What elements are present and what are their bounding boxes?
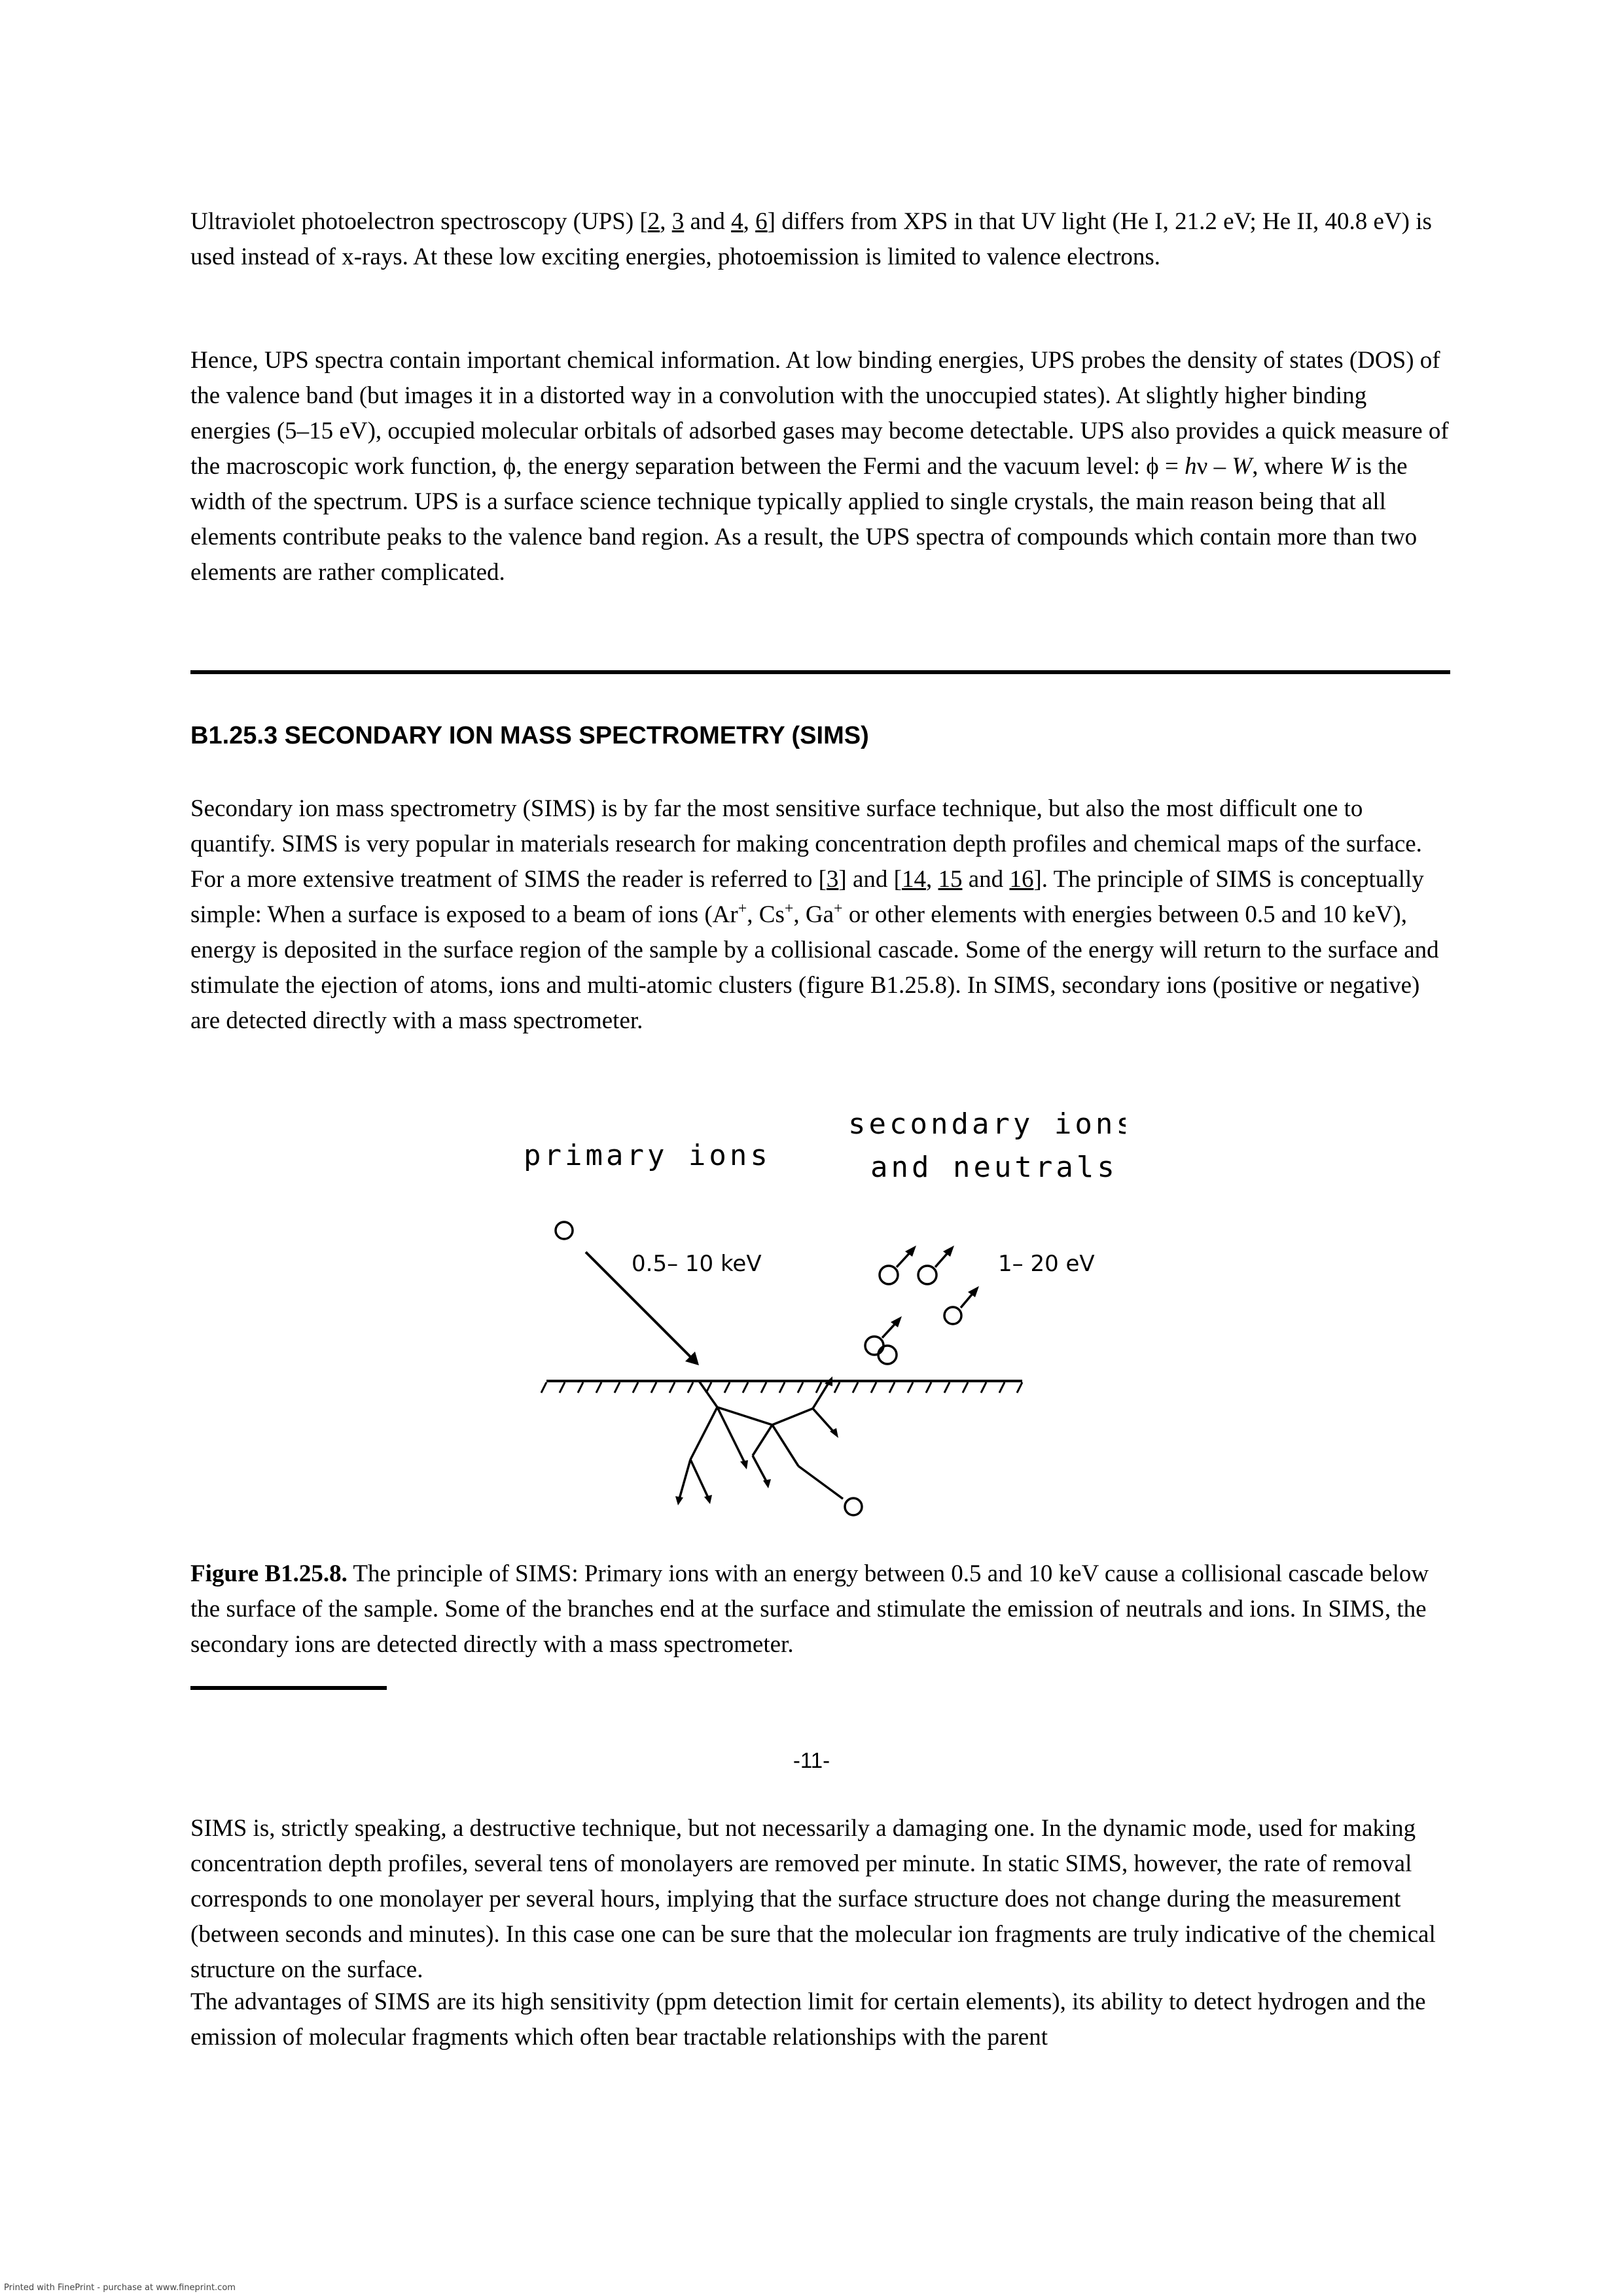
paragraph-ups-intro: Ultraviolet photoelectron spectroscopy (…: [190, 204, 1450, 275]
emission-arrowheads: [891, 1246, 979, 1327]
text-run: Hence, UPS spectra contain important che…: [190, 347, 1449, 480]
incoming-ion-arrow: [584, 1251, 695, 1361]
page-number: -11-: [793, 1748, 830, 1772]
symbol-w: W: [1329, 453, 1350, 480]
sims-principle-figure: primary ions secondary ions and neutrals…: [524, 1107, 1126, 1516]
text-run: ] differs from XPS in that UV light (He …: [190, 208, 1432, 270]
reference-link[interactable]: 3: [826, 866, 839, 893]
superscript: +: [784, 900, 794, 918]
text-run: ν –: [1196, 453, 1232, 480]
reference-link[interactable]: 6: [755, 208, 768, 235]
text-run: ,: [743, 208, 756, 235]
superscript: +: [738, 900, 747, 918]
section-heading: B1.25.3 SECONDARY ION MASS SPECTROMETRY …: [190, 722, 869, 749]
label-secondary-energy: 1– 20 eV: [998, 1251, 1095, 1277]
reference-link[interactable]: 15: [938, 866, 963, 893]
text-run: , Ga: [793, 901, 834, 928]
paragraph-ups-details: Hence, UPS spectra contain important che…: [190, 343, 1450, 590]
text-run: and: [962, 866, 1010, 893]
surface-hatching: [540, 1382, 1024, 1393]
reference-link[interactable]: 3: [671, 208, 685, 235]
collisional-cascade: [678, 1380, 844, 1500]
text-run: Ultraviolet photoelectron spectroscopy (…: [190, 208, 648, 235]
label-primary-energy: 0.5– 10 keV: [632, 1251, 762, 1277]
text-run: ,: [660, 208, 672, 235]
paragraph-sims-intro: Secondary ion mass spectrometry (SIMS) i…: [190, 791, 1450, 1039]
paragraph-sims-advantages: The advantages of SIMS are its high sens…: [190, 1988, 1426, 2051]
symbol-h: h: [1185, 453, 1197, 480]
label-primary-ions: primary ions: [524, 1139, 771, 1172]
text-run: ]. The principle of SIMS is conceptually…: [190, 866, 1424, 928]
reference-link[interactable]: 4: [731, 208, 743, 235]
label-and-neutrals: and neutrals: [870, 1151, 1118, 1184]
reference-link[interactable]: 16: [1009, 866, 1034, 893]
superscript: +: [834, 900, 843, 918]
caption-label: Figure B1.25.8.: [190, 1560, 348, 1587]
reference-link[interactable]: 2: [647, 208, 660, 235]
cascade-arrowheads: [675, 1376, 838, 1505]
incoming-arrowhead: [685, 1352, 699, 1365]
sputtered-atom: [844, 1497, 863, 1516]
label-secondary-ions: secondary ions: [848, 1107, 1126, 1141]
paragraph-sims-destructive: SIMS is, strictly speaking, a destructiv…: [190, 1815, 1436, 1983]
text-run: Secondary ion mass spectrometry (SIMS) i…: [190, 795, 1422, 893]
caption-rule: [190, 1686, 387, 1690]
reference-link[interactable]: 14: [902, 866, 926, 893]
text-run: , where: [1252, 453, 1330, 480]
figure-caption: Figure B1.25.8. The principle of SIMS: P…: [190, 1556, 1450, 1662]
print-footer: Printed with FinePrint - purchase at www…: [4, 2283, 236, 2293]
text-run: and: [684, 208, 732, 235]
symbol-w: W: [1232, 453, 1253, 480]
text-run: is the width of the spectrum. UPS is a s…: [190, 453, 1418, 586]
text-run: , Cs: [747, 901, 785, 928]
secondary-particles: [864, 1265, 963, 1365]
text-run: or other elements with energies between …: [190, 901, 1439, 1034]
section-divider: [190, 670, 1450, 674]
text-run: ,: [926, 866, 938, 893]
caption-text: The principle of SIMS: Primary ions with…: [190, 1560, 1429, 1658]
primary-ion: [554, 1221, 574, 1240]
text-run: ] and [: [838, 866, 902, 893]
